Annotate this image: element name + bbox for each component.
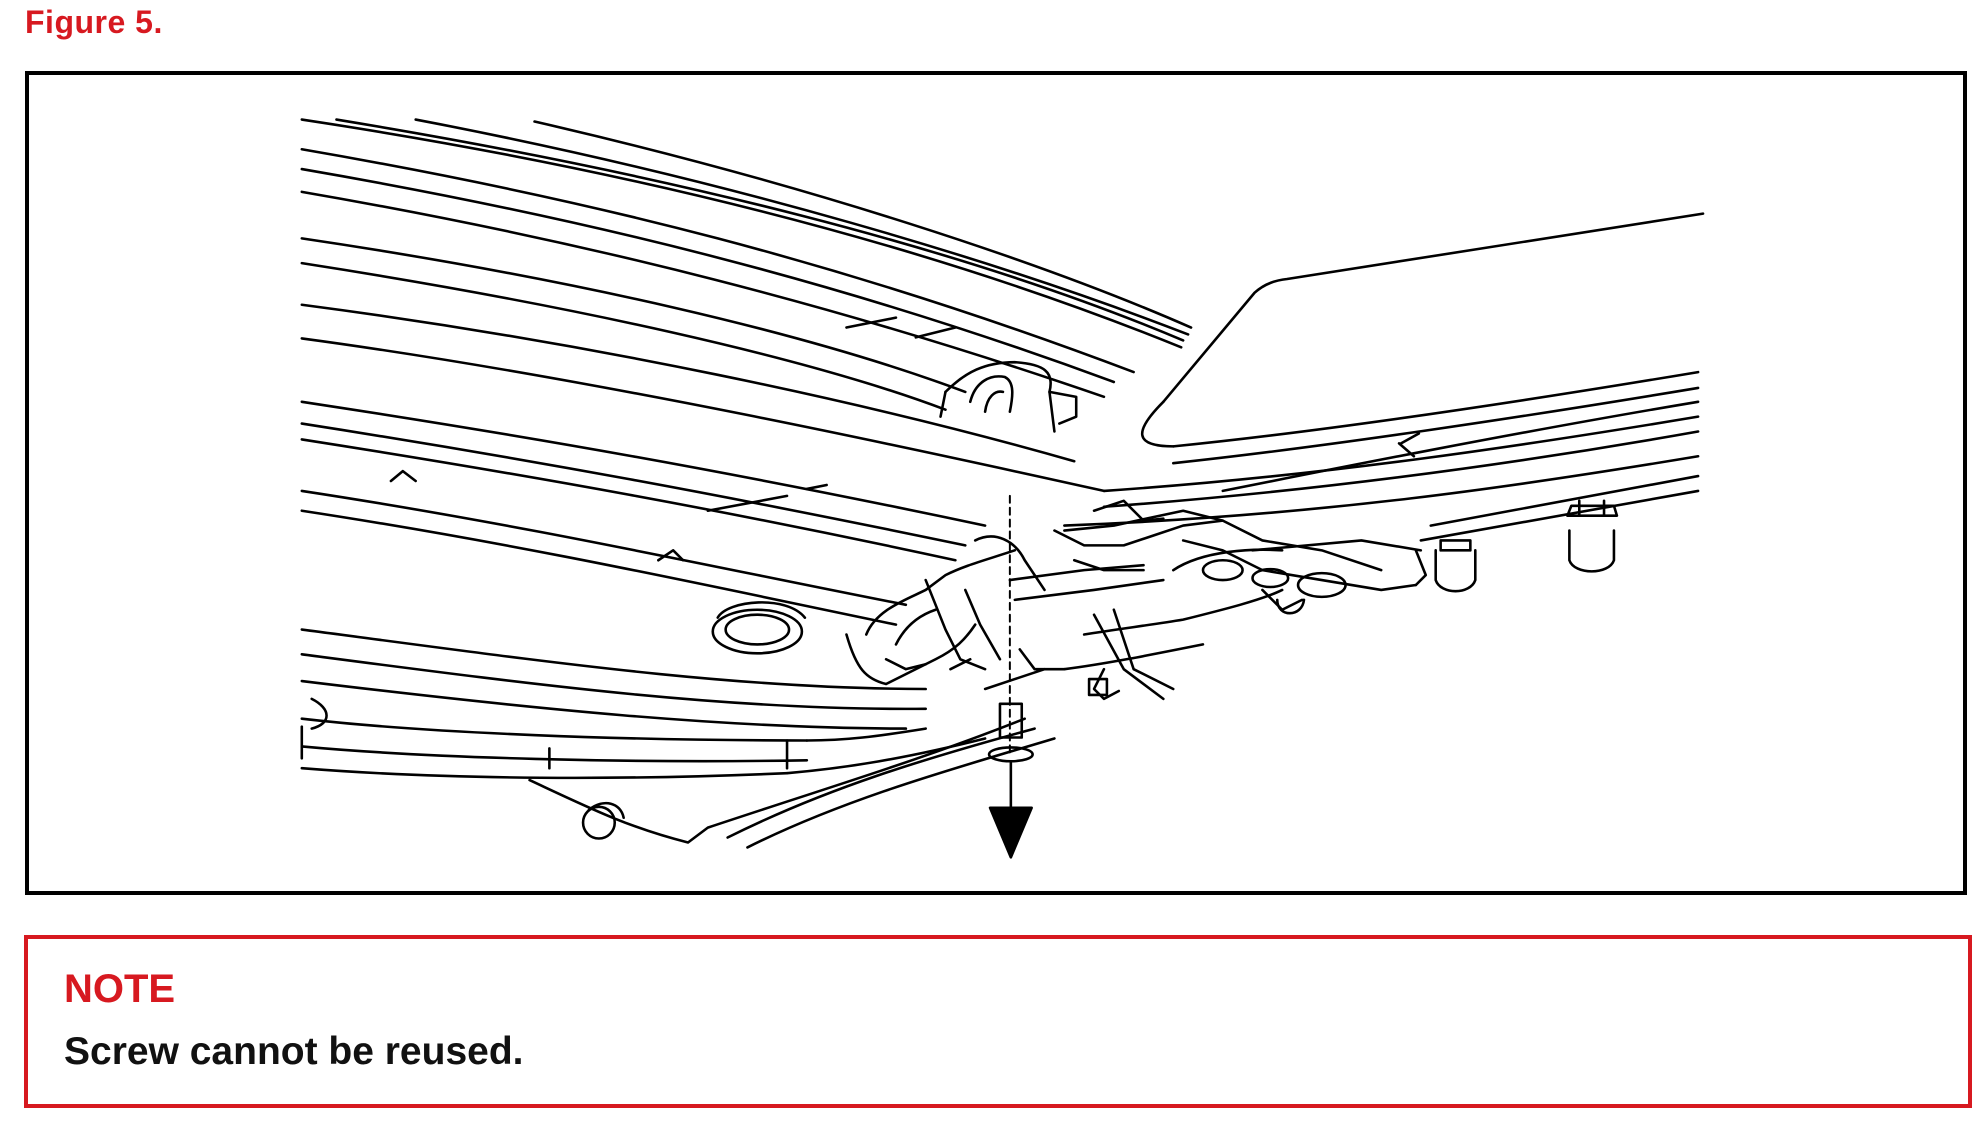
upper-bracket [939, 360, 1078, 433]
illustration-frame [25, 71, 1967, 895]
central-mechanism [845, 499, 1284, 701]
mounting-boss [711, 601, 807, 655]
upper-right-panel [1063, 212, 1705, 527]
middle-rail-lines [300, 400, 987, 730]
lower-panel [528, 717, 1056, 849]
right-studs [1419, 474, 1700, 593]
note-box: NOTE Screw cannot be reused. [24, 935, 1972, 1108]
screw-assembly [987, 494, 1034, 859]
note-text: Screw cannot be reused. [64, 1030, 524, 1073]
figure-label: Figure 5. [25, 4, 163, 40]
upper-rail-lines [300, 118, 1193, 493]
right-latch-bracket [1063, 509, 1428, 615]
lower-left-rails [300, 697, 987, 780]
note-title: NOTE [64, 967, 176, 1011]
line-illustration [300, 118, 1705, 859]
